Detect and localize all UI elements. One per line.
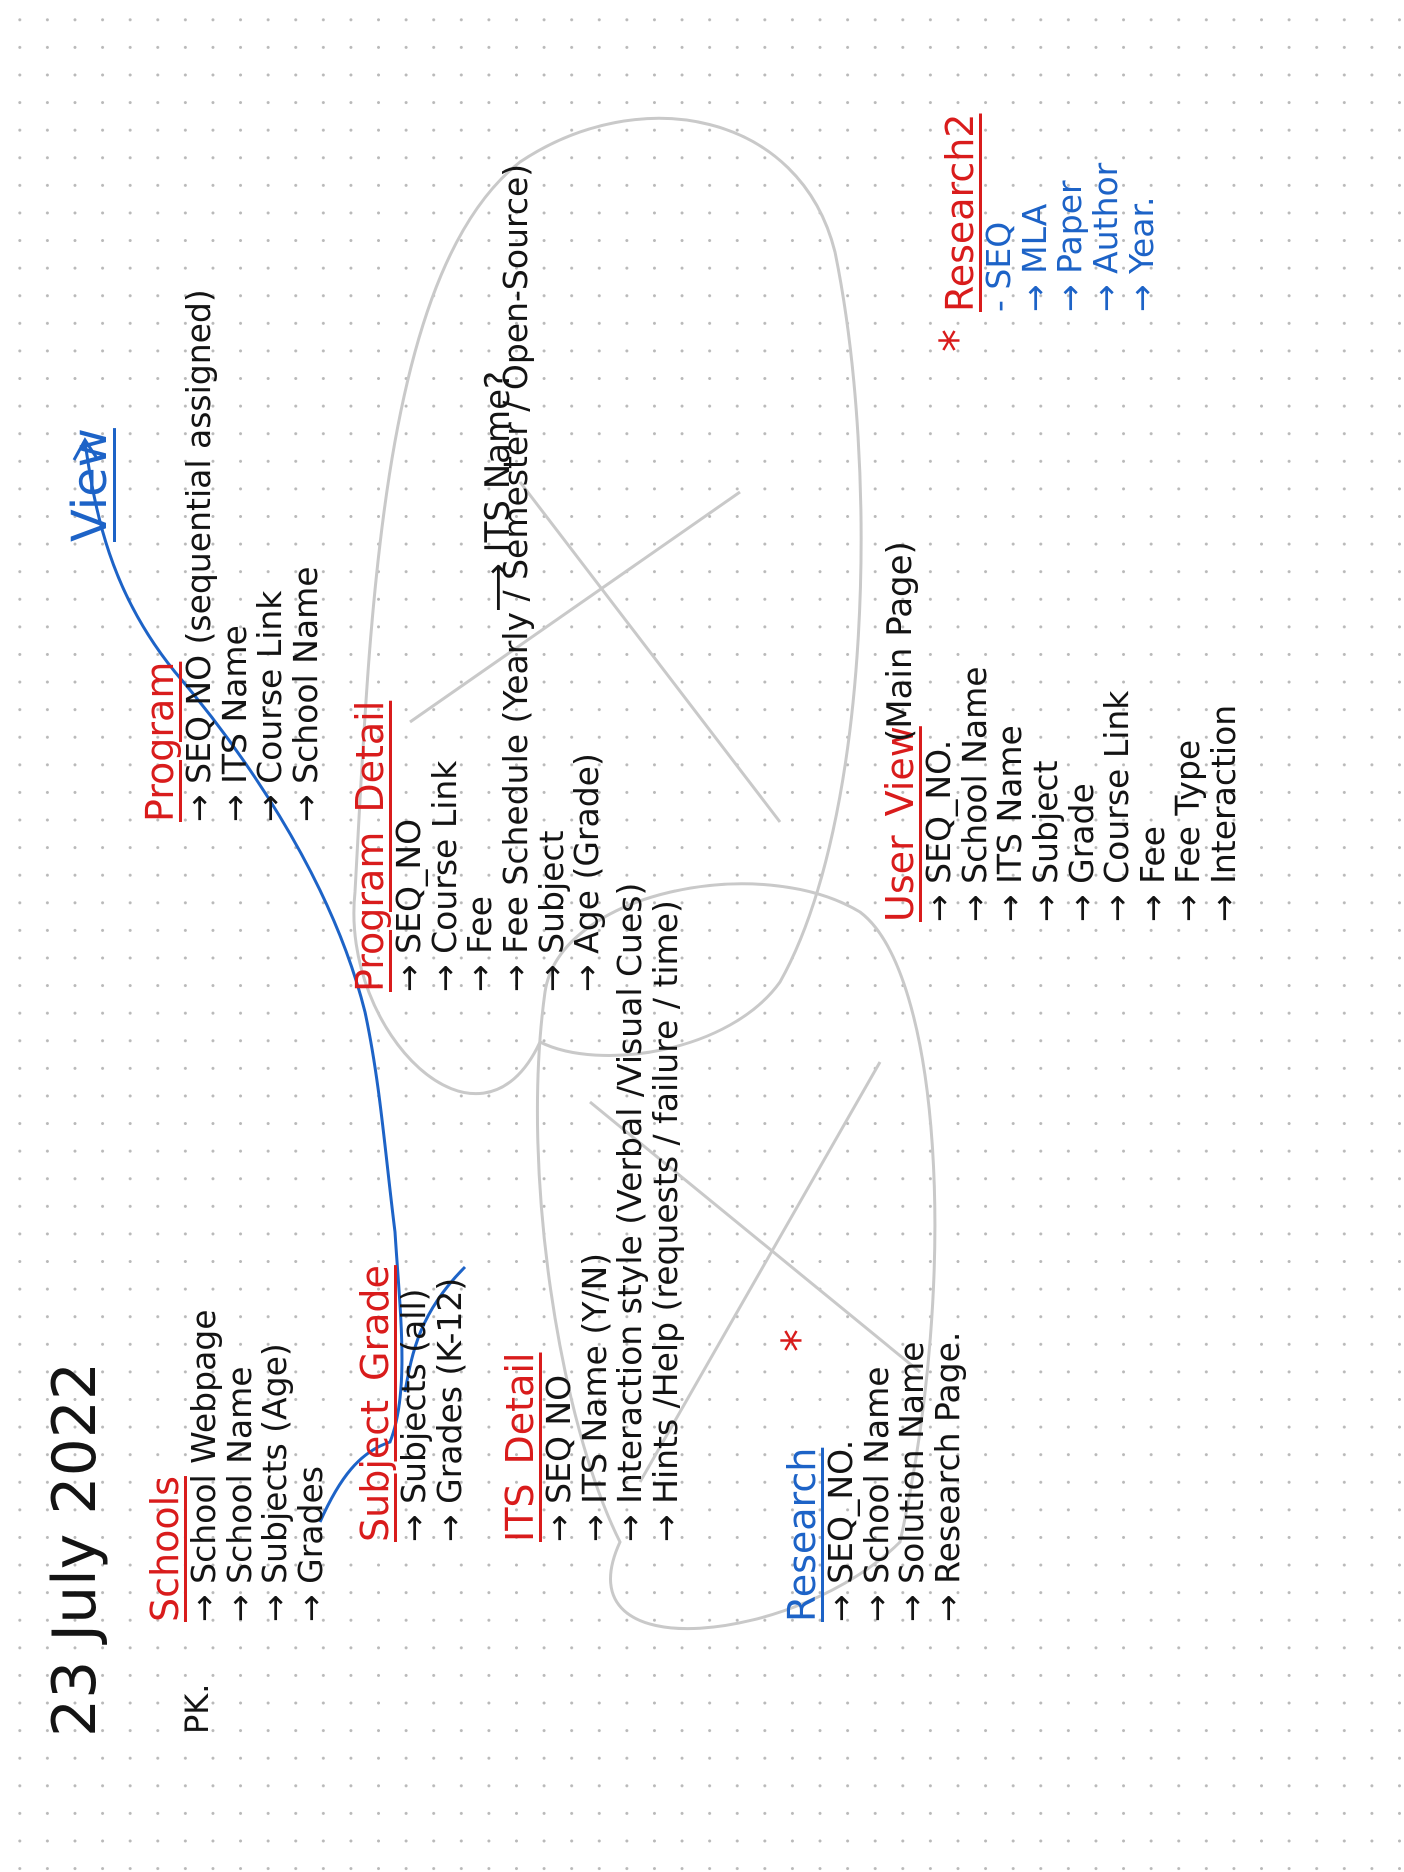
view-label: View — [62, 428, 118, 542]
user-view-field: → SEQ_NO. — [919, 739, 959, 922]
user-view-field: → Grade — [1061, 783, 1101, 922]
research-field: → SEQ_NO. — [821, 1439, 861, 1622]
subject-grade-field: → Grades (K-12) — [429, 1277, 469, 1542]
schools-table: Schools → School Webpage → School Name →… — [143, 1309, 330, 1622]
its-detail-field: → Hints /Help (requests / failure / time… — [645, 900, 685, 1542]
research2-asterisk: * — [930, 329, 984, 352]
research-table: Research → SEQ_NO. → School Name → Solut… — [780, 1331, 967, 1622]
program-field: → ITS Name — [214, 625, 254, 822]
grey-loop-program-detail — [352, 116, 863, 1096]
program-detail-title: Program_Detail — [348, 700, 392, 992]
program-detail-field: → Age (Grade) — [567, 753, 607, 992]
grey-cross-4 — [589, 1100, 921, 1374]
program-field: → School Name — [285, 566, 325, 822]
schools-field: → School Webpage — [184, 1309, 224, 1622]
schools-title: Schools — [143, 1476, 187, 1622]
program-detail-field: → SEQ_NO — [389, 818, 429, 992]
research-field: → Solution Name — [892, 1341, 932, 1622]
arrow-icon: ⟶ — [478, 552, 518, 612]
program-field: → Course Link — [250, 590, 290, 822]
research2-field: - SEQ — [979, 221, 1019, 312]
its-detail-field: → Interaction style (Verbal /Visual Cues… — [610, 882, 650, 1542]
research2-field: → MLA — [1014, 203, 1054, 312]
blue-connector-line — [83, 441, 404, 1523]
program-detail-field: → Subject — [531, 830, 571, 992]
program-field: → SEQ NO (sequential assigned) — [179, 289, 219, 822]
research-field: → School Name — [856, 1366, 896, 1622]
user-view-field: → ITS Name — [990, 725, 1030, 922]
user-view-field: → School Name — [954, 666, 994, 922]
grey-cross-1 — [518, 481, 782, 823]
user-view-field: → Course Link — [1097, 690, 1137, 922]
user-view-field: → Interaction — [1204, 704, 1244, 922]
blue-arrow-head — [72, 437, 100, 461]
grey-cross-3 — [638, 1061, 882, 1483]
blue-bracket-branch — [403, 1265, 467, 1393]
page-date: 23 July 2022 — [40, 1361, 110, 1737]
program-title: Program — [138, 661, 182, 822]
user-view-field: → Fee — [1132, 826, 1172, 922]
research2-field: → Paper — [1050, 180, 1090, 312]
schools-field: → School Name — [219, 1366, 259, 1622]
its-name-question-note: ⟶ ITS Name? — [478, 370, 518, 612]
subject-grade-table: Subject_Grade → Subjects (all) → Grades … — [353, 1265, 469, 1543]
research-asterisk: * — [772, 1329, 826, 1352]
user-view-field: → Fee Type — [1168, 739, 1208, 922]
research-title: Research — [780, 1447, 824, 1622]
program-table: Program → SEQ NO (sequential assigned) →… — [138, 289, 325, 822]
main-page-note: (Main Page) — [880, 541, 920, 742]
schools-field: → Subjects (Age) — [255, 1343, 295, 1622]
research2-title: Research2 — [938, 113, 982, 312]
user-view-table: User_View → SEQ_NO. → School Name → ITS … — [878, 666, 1244, 922]
subject-grade-field: → Subjects (all) — [394, 1288, 434, 1543]
pk-label: PK. — [178, 1683, 216, 1734]
research2-field: → Author — [1085, 162, 1125, 312]
research2-table: Research2 - SEQ → MLA → Paper → Author →… — [938, 113, 1161, 312]
program-detail-field: → Course Link — [424, 760, 464, 992]
schools-field: → Grades — [290, 1466, 330, 1622]
research-field: → Research Page. — [927, 1331, 967, 1622]
grey-loop-its-detail — [535, 882, 937, 1631]
subject-grade-title: Subject_Grade — [353, 1265, 397, 1542]
user-view-field: → Subject — [1025, 760, 1065, 922]
research2-field: → Year. — [1121, 196, 1161, 312]
grey-cross-2 — [409, 490, 741, 724]
